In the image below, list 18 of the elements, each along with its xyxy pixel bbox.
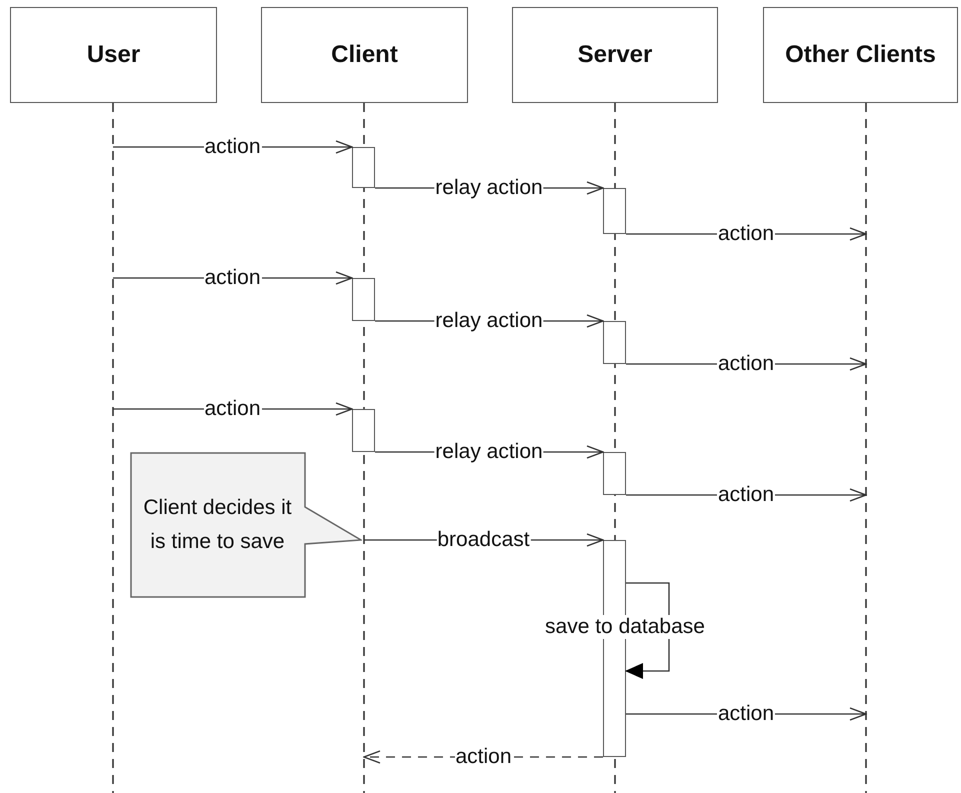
lifeline (864, 103, 868, 793)
edge-label: relay action (434, 440, 544, 464)
participant-box: Client (261, 7, 468, 103)
edge-label: relay action (434, 309, 544, 333)
activation-bar (603, 321, 626, 364)
lifeline (111, 103, 115, 793)
activation-bar (352, 409, 375, 452)
edge-label: relay action (434, 176, 544, 200)
activation-bar (603, 452, 626, 495)
participant-box: Other Clients (763, 7, 958, 103)
note-callout (130, 452, 362, 598)
edge-label: save to database (544, 615, 706, 639)
activation-bar (603, 188, 626, 234)
activation-bar (352, 147, 375, 188)
participant-box: User (10, 7, 217, 103)
note-text: Client decides it is time to save (142, 495, 293, 555)
activation-bar (352, 278, 375, 321)
participant-box: Server (512, 7, 718, 103)
